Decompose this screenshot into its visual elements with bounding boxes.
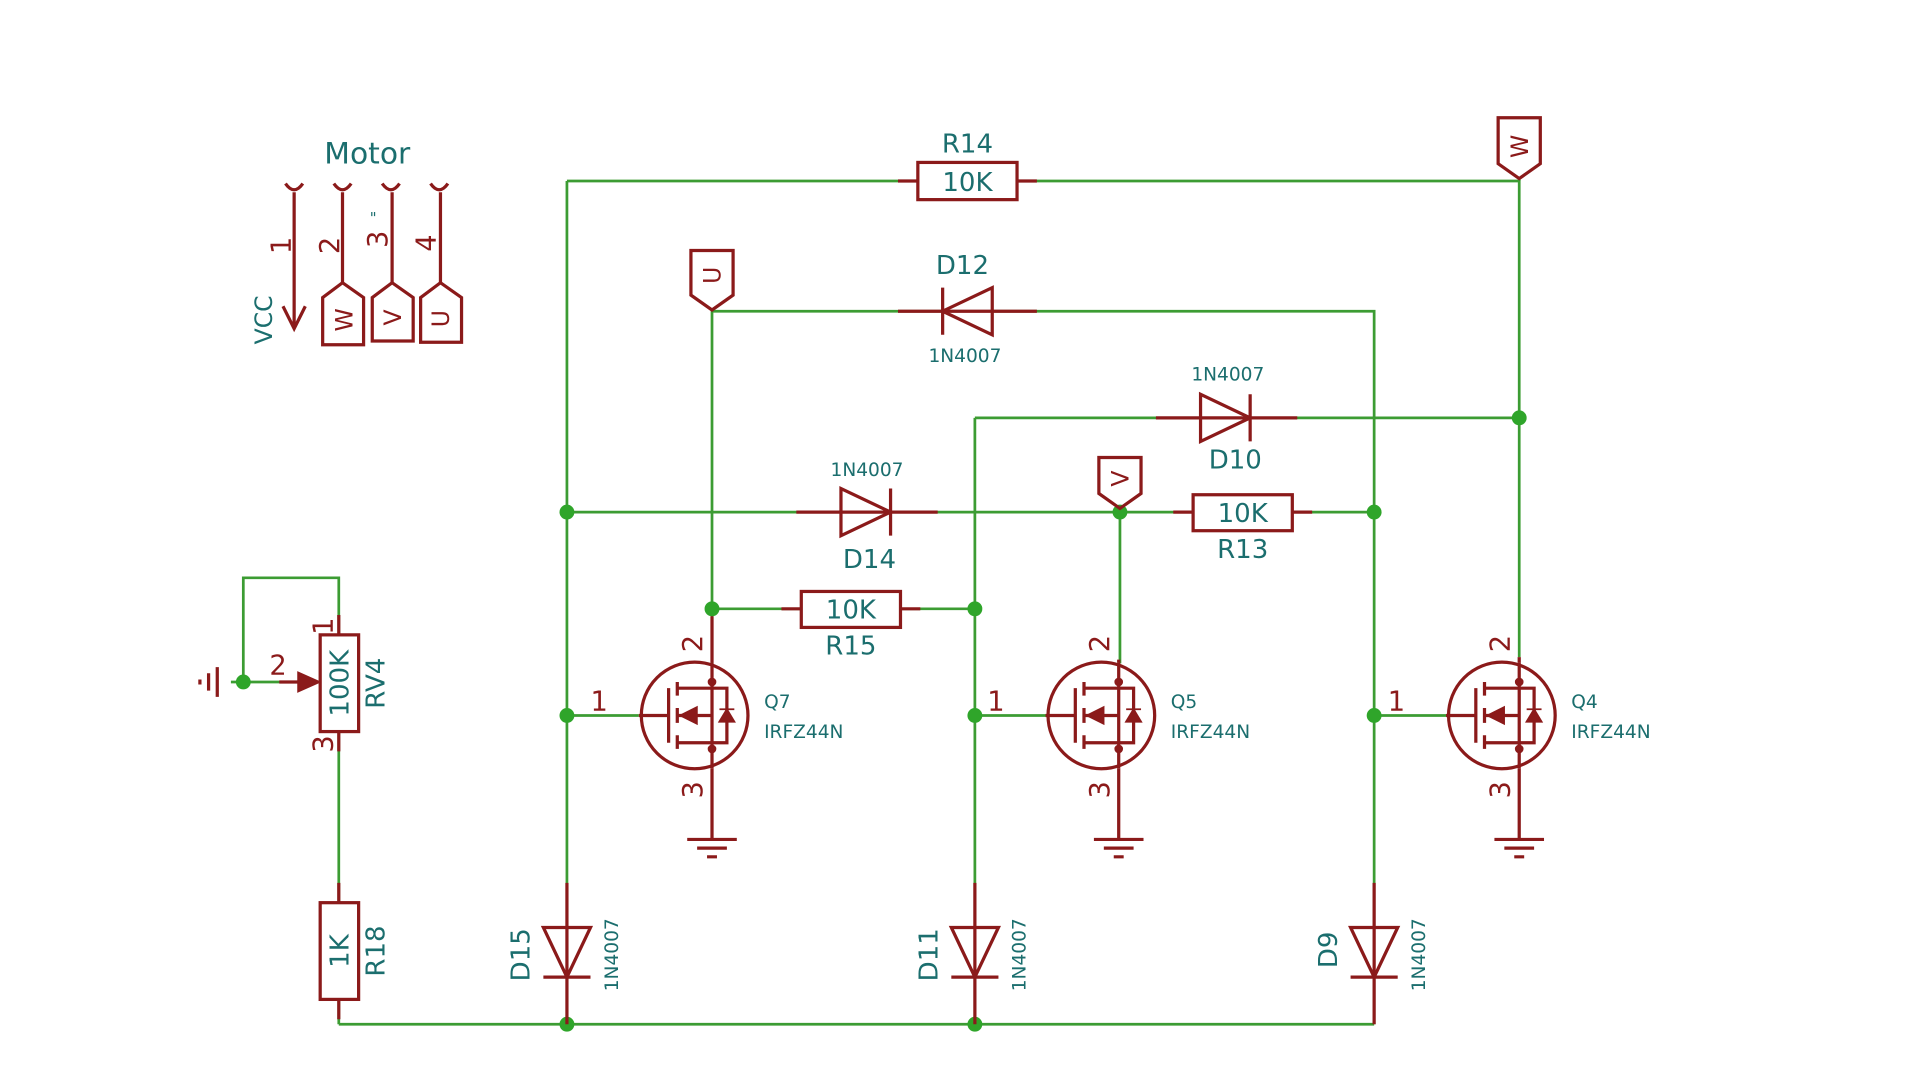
svg-text:R15: R15 (825, 632, 876, 662)
svg-text:1N4007: 1N4007 (1191, 365, 1264, 386)
svg-text:1N4007: 1N4007 (831, 460, 904, 481)
ground-symbol (198, 667, 219, 697)
svg-text:2: 2 (1085, 635, 1116, 652)
junction-dot (559, 504, 575, 520)
svg-text:3: 3 (1485, 781, 1516, 798)
diode-d15[interactable]: D15 1N4007 (507, 882, 623, 1025)
pin-3: 3 (363, 231, 394, 248)
junction-dot (235, 674, 251, 690)
svg-text:D10: D10 (1209, 446, 1262, 476)
svg-text:1K: 1K (326, 933, 356, 968)
connector-title: Motor (324, 137, 411, 172)
motor-connector[interactable]: Motor 1 2 3 4 " VCC W V U (250, 137, 464, 347)
flag-u: U (427, 310, 455, 327)
svg-text:D15: D15 (507, 928, 537, 981)
junction-dot (1511, 410, 1527, 426)
resistor-r15[interactable]: 10K R15 (781, 589, 921, 662)
svg-text:U: U (699, 267, 727, 284)
potentiometer-rv4[interactable]: 100K RV4 1 2 3 (269, 615, 392, 753)
svg-text:R18: R18 (362, 925, 392, 976)
mosfet-q4[interactable]: 1 2 3 Q4 IRFZ44N (1388, 635, 1651, 859)
junction-dot (967, 708, 983, 723)
pin-1: 1 (266, 237, 297, 254)
svg-text:1N4007: 1N4007 (1010, 918, 1031, 991)
junction-dot (559, 708, 575, 723)
flag-v: V (379, 309, 407, 325)
svg-text:Q4: Q4 (1571, 692, 1597, 713)
junction-dot (1366, 504, 1382, 520)
svg-text:D14: D14 (843, 545, 896, 575)
net-flag-v[interactable]: V (1097, 455, 1143, 511)
svg-text:IRFZ44N: IRFZ44N (1171, 722, 1250, 743)
svg-text:1: 1 (309, 617, 340, 634)
svg-text:3: 3 (1085, 781, 1116, 798)
svg-text:1: 1 (590, 686, 607, 717)
svg-text:10K: 10K (826, 596, 877, 626)
svg-text:3: 3 (309, 735, 340, 752)
resistor-r18[interactable]: 1K R18 (318, 882, 392, 1020)
vcc-label: VCC (250, 295, 278, 344)
svg-text:D9: D9 (1314, 932, 1344, 969)
resistor-r13[interactable]: 10K R13 (1173, 493, 1313, 565)
diode-d14[interactable]: 1N4007 D14 (796, 460, 938, 575)
svg-text:100K: 100K (326, 649, 356, 717)
svg-text:IRFZ44N: IRFZ44N (1571, 722, 1650, 743)
junctions (235, 410, 1527, 1032)
diode-d12[interactable]: D12 1N4007 (898, 251, 1037, 367)
diode-d10[interactable]: 1N4007 D10 (1155, 365, 1298, 476)
diode-d11[interactable]: D11 1N4007 (915, 882, 1031, 1025)
svg-text:W: W (1506, 135, 1534, 158)
pin-2: 2 (315, 237, 346, 254)
svg-text:1: 1 (1388, 686, 1405, 717)
junction-dot (1112, 504, 1128, 520)
svg-text:10K: 10K (1218, 499, 1269, 529)
svg-text:3: 3 (678, 781, 709, 798)
svg-text:1N4007: 1N4007 (1409, 918, 1430, 991)
svg-text:IRFZ44N: IRFZ44N (764, 722, 843, 743)
svg-text:1: 1 (987, 686, 1004, 717)
svg-text:2: 2 (269, 651, 286, 682)
pin-mark: " (370, 209, 377, 227)
junction-dot (967, 601, 983, 617)
svg-text:RV4: RV4 (362, 658, 392, 709)
junction-dot (704, 601, 720, 617)
diode-d9[interactable]: D9 1N4007 (1314, 882, 1430, 1025)
svg-text:10K: 10K (942, 168, 993, 198)
svg-text:R13: R13 (1217, 535, 1268, 565)
svg-text:Q7: Q7 (764, 692, 790, 713)
net-flag-w[interactable]: W (1496, 116, 1542, 181)
junction-dot (559, 1016, 575, 1032)
svg-text:2: 2 (1485, 635, 1516, 652)
mosfet-q5[interactable]: 1 2 3 Q5 IRFZ44N (987, 635, 1250, 859)
mosfet-q7[interactable]: 1 2 3 Q7 IRFZ44N (590, 616, 843, 859)
junction-dot (967, 1016, 983, 1032)
net-flag-u[interactable]: U (689, 248, 735, 312)
svg-text:Q5: Q5 (1171, 692, 1197, 713)
svg-text:D12: D12 (936, 251, 989, 281)
flag-w: W (330, 308, 358, 331)
svg-text:D11: D11 (915, 928, 945, 981)
svg-text:R14: R14 (942, 130, 993, 160)
pin-4: 4 (411, 234, 442, 251)
svg-text:1N4007: 1N4007 (928, 346, 1001, 367)
resistor-r14[interactable]: 10K R14 (898, 130, 1037, 202)
svg-text:1N4007: 1N4007 (602, 918, 623, 991)
svg-text:V: V (1107, 471, 1135, 487)
svg-text:2: 2 (678, 635, 709, 652)
junction-dot (1366, 708, 1382, 723)
